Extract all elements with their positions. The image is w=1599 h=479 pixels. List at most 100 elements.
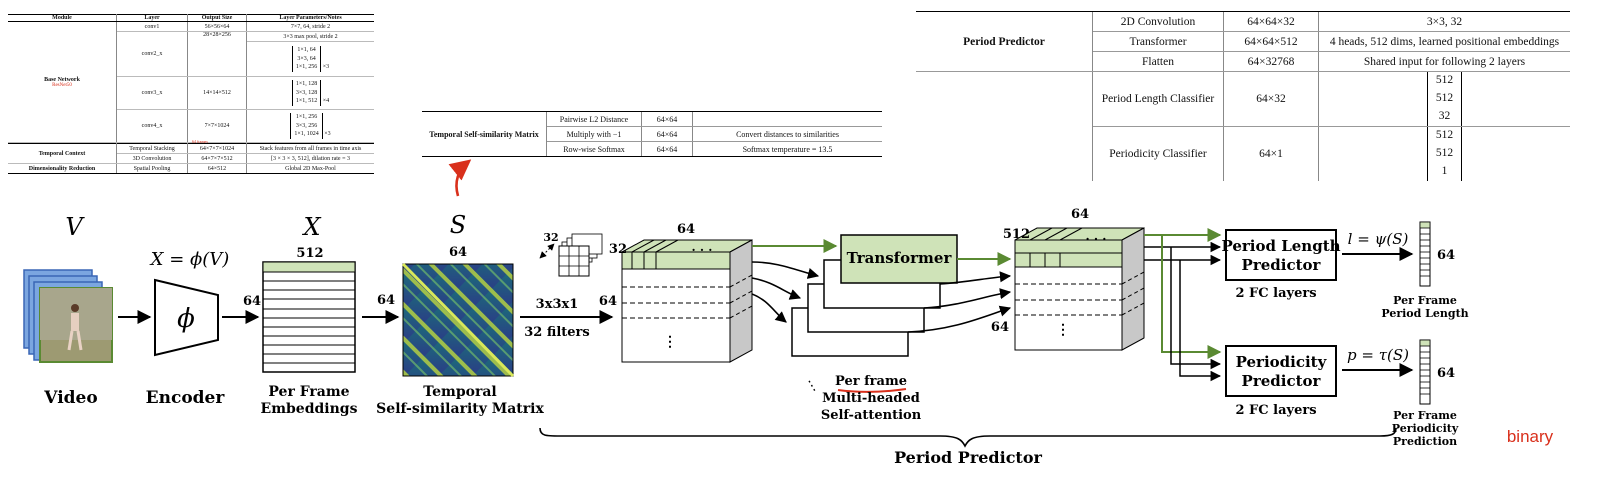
feature-volume-512: [1014, 227, 1145, 351]
notes-cell: 3×3, 32: [1318, 12, 1570, 32]
output-cell: 64×64: [641, 126, 693, 142]
layer-cell: Row-wise Softmax: [546, 141, 642, 156]
table-header-row: Module Layer Output Size Layer Parameter…: [8, 14, 374, 22]
vol2-dim-64-top: 64: [1071, 207, 1089, 222]
table-row: Multiply with −1 64×64 Convert distances…: [422, 126, 882, 142]
transformer-stack: [791, 234, 958, 357]
bracket-block: 1×1, 128 3×3, 128 1×1, 512: [291, 80, 322, 106]
length-output-vector: [1419, 221, 1431, 287]
output-cell: 64 frames 64×7×7×1024: [187, 139, 247, 154]
arrow-vol1-transformer3: [751, 277, 802, 300]
table-row: Temporal Self-similarity Matrix Pairwise…: [422, 112, 882, 156]
notes-cell: Convert distances to similarities: [692, 126, 882, 142]
bracket-block: 1×1, 64 3×3, 64 1×1, 256: [291, 46, 322, 72]
embed-label-line2: Embeddings: [261, 401, 358, 417]
period-predictor-table: Period Predictor 2D Convolution 64×64×32…: [916, 11, 1570, 192]
block-multiplier: ×4: [322, 98, 330, 105]
layer-cell: conv1: [116, 21, 188, 32]
output-cell: 64×1: [1223, 126, 1319, 181]
fc-layers-length: 2 FC layers: [1235, 286, 1316, 301]
per-frame-periodicity-line2: Periodicity: [1392, 422, 1459, 435]
per-frame-periodicity-line1: Per Frame: [1393, 409, 1457, 422]
red-annotation-arrow: [448, 159, 472, 197]
v-symbol: V: [65, 213, 85, 241]
attention-label-3: Self-attention: [821, 408, 922, 423]
resnet-architecture-table: Module Layer Output Size Layer Parameter…: [8, 14, 374, 174]
block-cell: 1×1, 64 3×3, 64 1×1, 256 ×3: [246, 41, 374, 77]
block-line: 512: [1435, 92, 1454, 105]
block-line: 1×1, 64: [297, 47, 316, 54]
block-multiplier: ×3: [322, 64, 330, 71]
block-multiplier: ×3: [324, 131, 331, 138]
attention-label-1: Per frame: [835, 374, 907, 389]
header-output-size: Output Size: [187, 14, 247, 22]
tsm-table: Temporal Self-similarity Matrix Pairwise…: [422, 111, 882, 157]
block-line: 1×1, 1024: [294, 131, 319, 138]
table-row: Temporal Context Temporal Stacking 64 fr…: [8, 139, 374, 164]
header-params: Layer Parameters/Notes: [246, 14, 374, 22]
per-frame-length-line1: Per Frame: [1393, 294, 1457, 307]
bracket-block: 512 512 1: [1426, 127, 1463, 181]
block-line: 1: [1441, 164, 1448, 177]
red-underline: [837, 388, 907, 393]
periodicity-predictor-box: [1225, 345, 1337, 397]
arrow-vol2-periodicity-2: [1170, 247, 1222, 370]
conv-label-filters: 32 filters: [524, 325, 589, 340]
block-line: 512: [1435, 147, 1454, 160]
output-cell: 64×512: [187, 163, 247, 174]
resnet50-annotation: ResNet50: [52, 82, 72, 88]
block-cell: 1×1, 128 3×3, 128 1×1, 512 ×4: [246, 76, 374, 110]
layer-cell: conv4_x: [116, 109, 188, 143]
feature-volume-32: [621, 239, 753, 363]
module-dim-reduction: Dimensionality Reduction: [8, 163, 117, 174]
vol1-dim-64-top: 64: [677, 222, 695, 237]
module-empty-cell: [916, 71, 1093, 181]
s-symbol: S: [450, 211, 466, 239]
attention-label-2: Multi-headed: [822, 391, 920, 406]
output-cell: 64×64: [641, 141, 693, 156]
embed-label-line1: Per Frame: [268, 384, 349, 400]
vol1-ellipsis-h: · · ·: [692, 243, 713, 257]
tsm-label-line1: Temporal: [423, 384, 496, 400]
length-equation: l = ψ(S): [1348, 230, 1409, 248]
output-cell: 7×7×1024: [187, 109, 247, 143]
notes-cell: Stack features from all frames in time a…: [246, 143, 374, 154]
block-line: 3×3, 64: [297, 55, 316, 62]
tsm-dim-64-top: 64: [449, 245, 467, 260]
table-row: 1×1, 64 3×3, 64 1×1, 256 ×3: [8, 41, 374, 77]
notes-cell: Global 2D Max-Pool: [246, 163, 374, 174]
notes-cell: Shared input for following 2 layers: [1318, 51, 1570, 72]
arrow-vol2-periodicity-3: [1179, 260, 1222, 382]
block-line: 512: [1435, 129, 1454, 142]
arrow-vol1-transformer2: [751, 261, 820, 279]
periodicity-output-vector: [1419, 339, 1431, 405]
notes-cell: 3×3 max pool, stride 2: [246, 31, 374, 42]
video-frames: [23, 269, 113, 363]
filter-dim-32: 32: [543, 231, 558, 244]
layer-cell: Multiply with −1: [546, 126, 642, 142]
bracket-block: 512 512 32: [1426, 72, 1463, 126]
output-value: 64×7×7×1024: [199, 145, 235, 152]
notes-cell: 4 heads, 512 dims, learned positional em…: [1318, 31, 1570, 52]
arrow-vol2-periodicity-green: [1161, 235, 1222, 359]
notes-cell: [692, 112, 882, 127]
tsm-diagonal: [401, 262, 515, 378]
conv-label-kernel: 3x3x1: [536, 297, 579, 312]
header-module: Module: [8, 14, 117, 22]
vol2-ellipsis-v: ⋮: [1056, 322, 1070, 338]
vol2-dim-512-left: 512: [1003, 227, 1030, 242]
module-label: Base Network: [44, 76, 80, 83]
periodicity-output-dim-64: 64: [1437, 366, 1455, 381]
layer-cell: 2D Convolution: [1092, 12, 1224, 32]
output-cell: 64×32768: [1223, 51, 1319, 72]
arrow-transformer2-vol2: [939, 271, 1012, 285]
layer-cell: conv2_x: [116, 31, 188, 77]
table-row: Period Predictor 2D Convolution 64×64×32…: [916, 12, 1570, 72]
table-row: Row-wise Softmax 64×64 Softmax temperatu…: [422, 141, 882, 156]
output-cell: 56×56×64: [187, 21, 247, 32]
block-line: 3×3, 256: [295, 122, 318, 129]
output-cell: 64×64: [641, 112, 693, 127]
arrow-transformer4-vol2: [907, 305, 1012, 333]
periodicity-equation: p = τ(S): [1347, 346, 1409, 364]
